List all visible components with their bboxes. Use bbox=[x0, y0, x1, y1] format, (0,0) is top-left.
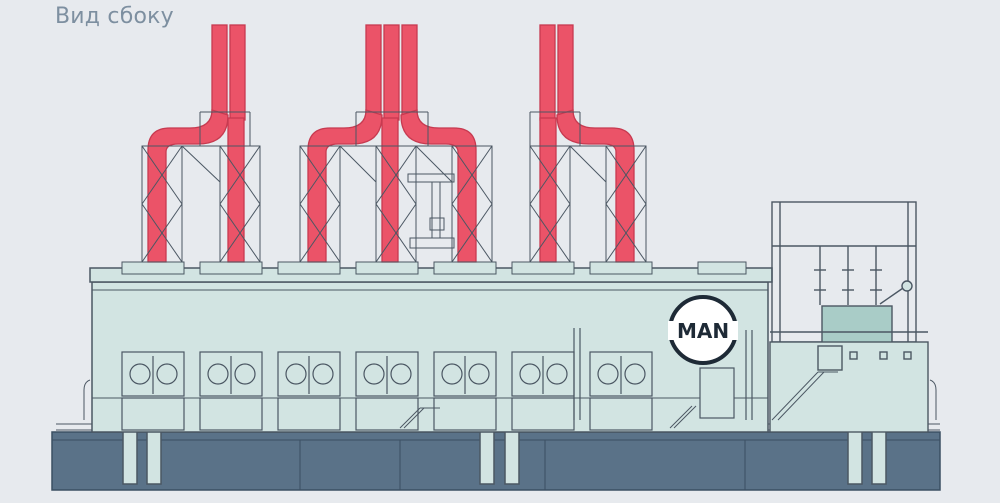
hall-door bbox=[573, 328, 753, 420]
control-building bbox=[769, 305, 929, 433]
radiator-panels bbox=[121, 351, 653, 431]
man-logo: MAN bbox=[668, 295, 738, 365]
stack-framework bbox=[141, 111, 647, 263]
engine-hall bbox=[89, 261, 773, 433]
view-title: Вид сбоку bbox=[55, 4, 174, 29]
logo-text: MAN bbox=[677, 319, 729, 343]
service-stairs bbox=[399, 405, 697, 429]
hull-ends bbox=[83, 379, 937, 420]
control-stairs bbox=[771, 371, 838, 421]
barge-hull bbox=[51, 431, 941, 491]
